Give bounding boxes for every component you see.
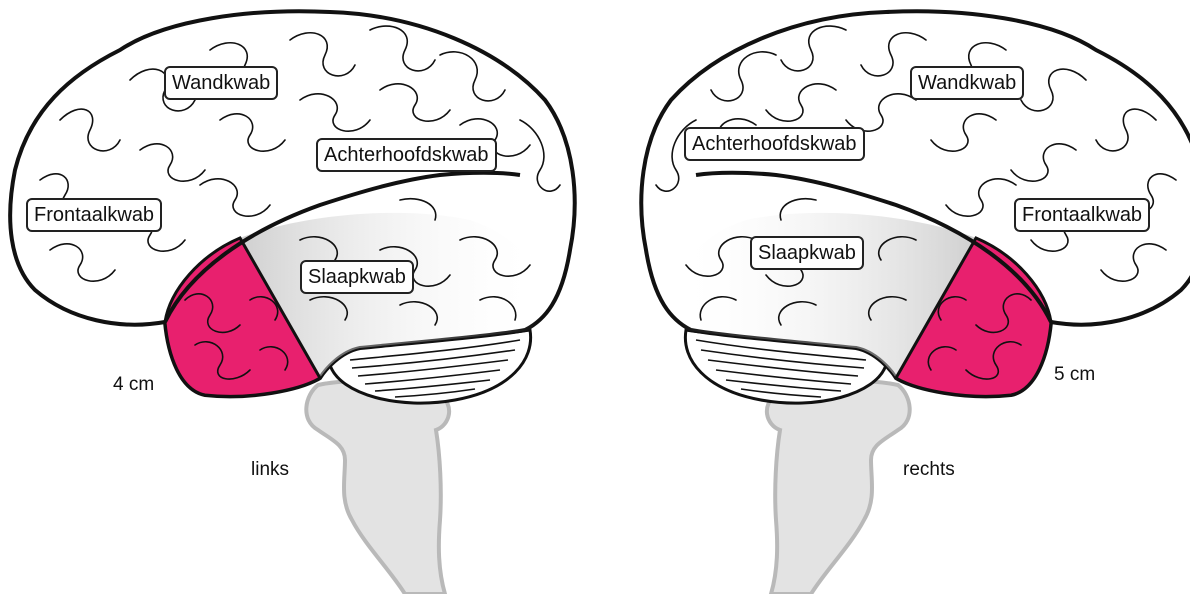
side-label-left: links [251, 459, 289, 481]
label-right-achterhoofdskwab: Achterhoofdskwab [684, 127, 865, 161]
measurement-right: 5 cm [1054, 364, 1095, 386]
label-left-slaapkwab: Slaapkwab [300, 260, 414, 294]
label-left-achterhoofdskwab: Achterhoofdskwab [316, 138, 497, 172]
left-hemisphere [10, 11, 575, 594]
label-right-wandkwab: Wandkwab [910, 66, 1024, 100]
label-left-frontaalkwab: Frontaalkwab [26, 198, 162, 232]
side-label-right: rechts [903, 459, 955, 481]
label-right-frontaalkwab: Frontaalkwab [1014, 198, 1150, 232]
label-left-wandkwab: Wandkwab [164, 66, 278, 100]
label-right-slaapkwab: Slaapkwab [750, 236, 864, 270]
measurement-left: 4 cm [113, 374, 154, 396]
